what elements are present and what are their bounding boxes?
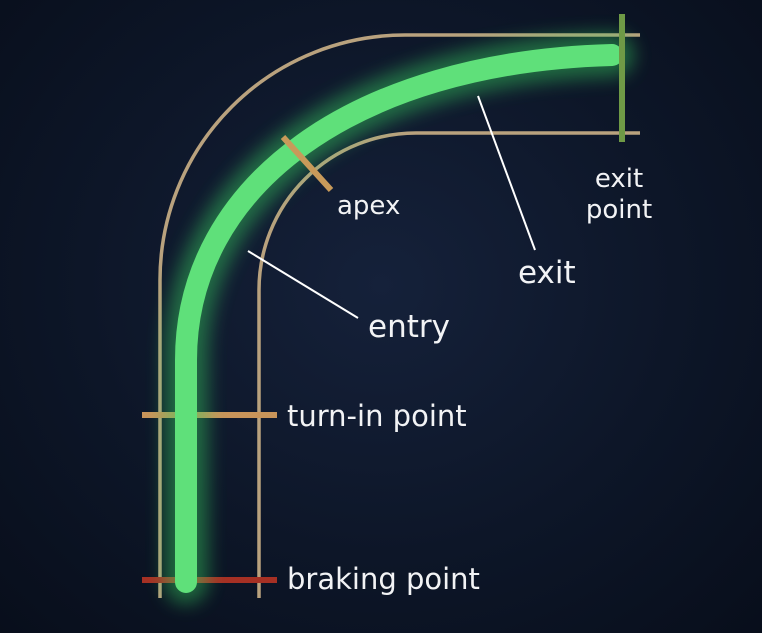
apex-label: apex bbox=[337, 191, 400, 221]
turn-in-point-label: turn-in point bbox=[287, 399, 467, 433]
exit-label: exit bbox=[518, 255, 576, 291]
exit-pointer bbox=[477, 95, 536, 251]
entry-pointer bbox=[247, 250, 359, 319]
exit-point-label-line1: exit bbox=[595, 164, 643, 194]
track-inner-edge bbox=[257, 131, 640, 598]
braking-point-label: braking point bbox=[287, 562, 480, 596]
exit-point-label-line2: point bbox=[586, 195, 652, 225]
track-outer-edge bbox=[158, 33, 640, 598]
entry-label: entry bbox=[368, 309, 450, 345]
apex-marker bbox=[280, 134, 334, 193]
